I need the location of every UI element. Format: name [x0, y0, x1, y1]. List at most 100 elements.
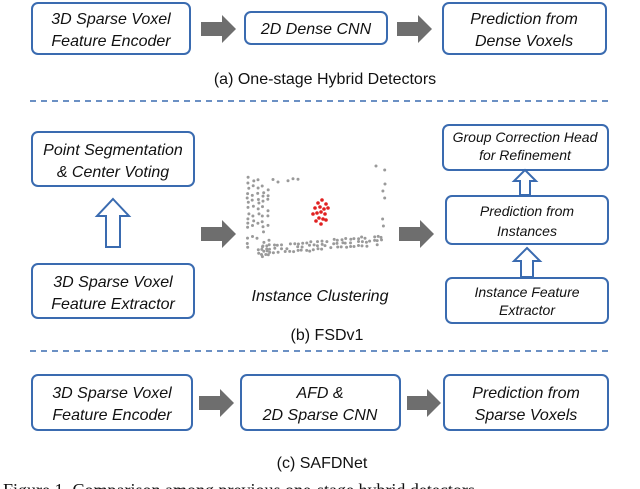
cluster-point [315, 211, 319, 215]
cloud-point [246, 221, 250, 225]
cloud-point [335, 241, 339, 245]
cloud-point [316, 247, 320, 251]
cloud-point [341, 241, 345, 245]
cloud-point [332, 242, 336, 246]
cloud-point [296, 177, 300, 181]
a-prediction-line1: Prediction from [470, 11, 578, 28]
c-caption: (c) SAFDNet [277, 455, 368, 472]
cloud-point [349, 241, 352, 245]
cluster-point [322, 207, 326, 211]
cloud-point [383, 196, 387, 200]
cloud-point [256, 221, 260, 225]
cloud-point [363, 236, 367, 240]
cloud-point [360, 244, 364, 248]
cloud-point [271, 251, 275, 255]
cloud-point [381, 217, 385, 221]
b-group-correction-line1: Group Correction Head [453, 129, 599, 145]
cloud-point [256, 178, 260, 182]
cloud-point [280, 247, 283, 251]
c-prediction-box [443, 374, 609, 431]
cloud-point [246, 192, 250, 196]
b-group-correction-line2: for Refinement [479, 147, 572, 163]
cloud-point [245, 242, 249, 245]
cloud-point [283, 250, 287, 253]
cloud-point [265, 247, 269, 251]
cloud-point [375, 239, 379, 243]
b-caption: (b) FSDv1 [291, 327, 364, 344]
panel-c: 3D Sparse Voxel Feature Encoder AFD & 2D… [31, 374, 609, 472]
cloud-point [285, 247, 289, 251]
cloud-point [257, 251, 261, 255]
cloud-point [343, 241, 347, 245]
cluster-point [311, 212, 315, 216]
cloud-point [320, 247, 324, 251]
cloud-point [381, 189, 385, 193]
cloud-point [262, 249, 266, 253]
cloud-point [260, 184, 264, 188]
cloud-point [268, 247, 271, 251]
cloud-point [261, 244, 265, 248]
cloud-point [273, 246, 277, 250]
cloud-point [252, 219, 256, 223]
cloud-point [335, 238, 339, 242]
figure-caption: Figure 1. Comparison among previous one-… [3, 480, 475, 489]
b-arrow-1 [201, 220, 236, 248]
cloud-point [246, 200, 250, 204]
cloud-point [246, 217, 250, 221]
c-arrow-2 [407, 389, 441, 417]
cloud-point [293, 242, 297, 246]
cloud-point [301, 241, 305, 245]
cloud-point [252, 179, 256, 183]
cloud-point [340, 238, 344, 242]
cloud-point [264, 253, 268, 256]
cloud-point [266, 209, 270, 213]
cloud-point [266, 214, 270, 218]
cloud-point [262, 230, 265, 234]
b-instance-feature-line1: Instance Feature [474, 284, 579, 300]
cloud-point [260, 253, 263, 256]
cluster-point [321, 217, 325, 221]
a-arrow-2 [397, 15, 432, 43]
cloud-point [299, 248, 303, 252]
panel-b: Point Segmentation & Center Voting 3D Sp… [31, 124, 609, 344]
cloud-point [292, 250, 296, 254]
cloud-point [250, 193, 254, 197]
cloud-point [246, 175, 250, 179]
cloud-point [344, 237, 348, 240]
panel-a: 3D Sparse Voxel Feature Encoder 2D Dense… [31, 2, 607, 88]
cloud-point [251, 224, 254, 227]
c-afd-line2: 2D Sparse CNN [262, 407, 378, 424]
a-prediction-box [442, 2, 607, 55]
cloud-point [250, 198, 254, 202]
b-prediction-line1: Prediction from [480, 203, 574, 219]
cluster-point [324, 218, 328, 222]
cluster-point [319, 222, 323, 226]
a-prediction-line2: Dense Voxels [475, 33, 573, 50]
cloud-point [246, 181, 250, 185]
cloud-point [349, 245, 353, 248]
cloud-point [364, 240, 368, 244]
cloud-point [357, 244, 360, 247]
cloud-point [262, 191, 266, 195]
b-clustering-label: Instance Clustering [252, 288, 389, 305]
b-extractor-box [31, 263, 195, 319]
cloud-point [380, 238, 383, 242]
cloud-point [256, 248, 260, 252]
cluster-point [316, 201, 320, 205]
cluster-point [326, 206, 330, 210]
c-encoder-line2: Feature Encoder [52, 407, 172, 424]
cloud-point [373, 238, 377, 242]
cloud-point [260, 220, 264, 224]
cloud-point [311, 248, 315, 252]
cloud-point [271, 178, 275, 181]
cloud-point [256, 191, 260, 195]
cloud-point [256, 186, 260, 190]
cloud-point [312, 243, 316, 247]
cloud-point [308, 249, 312, 253]
cloud-point [365, 244, 369, 248]
cluster-point [318, 205, 322, 209]
b-arrow-2 [399, 220, 434, 248]
cloud-point [325, 240, 329, 244]
a-cnn-line1: 2D Dense CNN [260, 21, 372, 38]
cloud-point [280, 243, 283, 247]
